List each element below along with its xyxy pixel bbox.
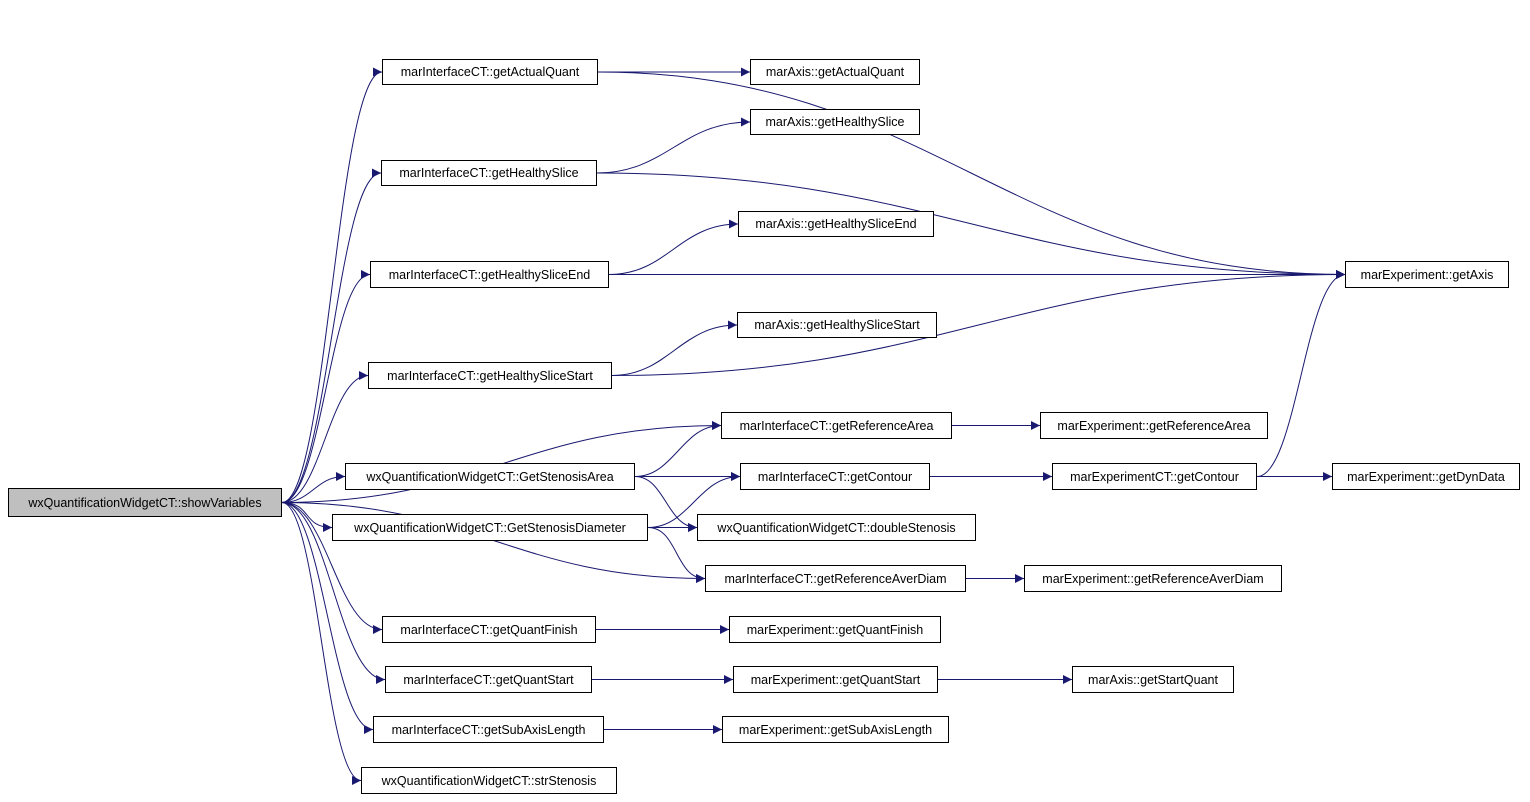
node-axis-getActualQuant[interactable]: marAxis::getActualQuant (750, 59, 920, 85)
node-interface-getActualQuant[interactable]: marInterfaceCT::getActualQuant (382, 59, 598, 85)
node-interface-getHealthySlice[interactable]: marInterfaceCT::getHealthySlice (381, 160, 597, 186)
edge-root-to-getQuantStart (281, 502, 386, 684)
edge-root-to-getHealthySlice (281, 168, 382, 503)
edge-getHealthySliceStart-to-expGetAxis (611, 270, 1346, 376)
edge-root-to-strStenosis (281, 502, 362, 785)
node-axis-getHealthySliceStart[interactable]: marAxis::getHealthySliceStart (737, 312, 937, 338)
edge-getStenosisArea-to-getReferenceArea (634, 421, 722, 477)
node-experiment-getSubAxisLength[interactable]: marExperiment::getSubAxisLength (722, 716, 949, 743)
edge-root-to-getActualQuant (281, 67, 383, 503)
node-widget-GetStenosisArea[interactable]: wxQuantificationWidgetCT::GetStenosisAre… (345, 463, 635, 490)
node-widget-doubleStenosis[interactable]: wxQuantificationWidgetCT::doubleStenosis (697, 514, 976, 541)
edge-root-to-getSubAxisLength (281, 502, 374, 734)
edge-root-to-getQuantFinish (281, 502, 383, 634)
node-interface-getContour[interactable]: marInterfaceCT::getContour (740, 463, 930, 490)
edge-root-to-getHealthySliceStart (281, 371, 369, 503)
node-experiment-getReferenceArea[interactable]: marExperiment::getReferenceArea (1040, 412, 1268, 439)
node-axis-getHealthySliceEnd[interactable]: marAxis::getHealthySliceEnd (738, 211, 934, 237)
node-experiment-getQuantFinish[interactable]: marExperiment::getQuantFinish (729, 616, 941, 643)
edge-root-to-getStenosisArea (281, 472, 346, 503)
node-axis-getStartQuant[interactable]: marAxis::getStartQuant (1072, 666, 1234, 693)
node-experimentCT-getContour[interactable]: marExperimentCT::getContour (1052, 463, 1257, 490)
edge-getHealthySlice-to-axisGetHealthySlice (596, 117, 751, 174)
node-root-showVariables: wxQuantificationWidgetCT::showVariables (8, 488, 282, 517)
node-interface-getQuantStart[interactable]: marInterfaceCT::getQuantStart (385, 666, 592, 693)
node-interface-getReferenceAverDiam[interactable]: marInterfaceCT::getReferenceAverDiam (705, 565, 966, 592)
node-interface-getHealthySliceEnd[interactable]: marInterfaceCT::getHealthySliceEnd (370, 261, 609, 288)
node-experiment-getDynData[interactable]: marExperiment::getDynData (1332, 463, 1520, 490)
node-interface-getQuantFinish[interactable]: marInterfaceCT::getQuantFinish (382, 616, 596, 643)
node-interface-getHealthySliceStart[interactable]: marInterfaceCT::getHealthySliceStart (368, 362, 612, 389)
node-axis-getHealthySlice[interactable]: marAxis::getHealthySlice (750, 109, 920, 135)
edge-getStenosisDiameter-to-getContour (647, 472, 741, 528)
edge-getHealthySliceEnd-to-axisGetHealthySliceEnd (608, 219, 739, 275)
edge-getActualQuant-to-expGetAxis (597, 71, 1346, 279)
edge-getHealthySlice-to-expGetAxis (596, 172, 1346, 279)
edge-getHealthySliceStart-to-axisGetHealthySliceStart (611, 320, 738, 376)
call-edges (281, 67, 1346, 785)
edge-getStenosisDiameter-to-getReferenceAverDiam (647, 527, 706, 583)
edge-root-to-getHealthySliceEnd (281, 270, 371, 503)
node-experiment-getAxis[interactable]: marExperiment::getAxis (1345, 261, 1509, 288)
node-experiment-getReferenceAverDiam[interactable]: marExperiment::getReferenceAverDiam (1024, 565, 1282, 592)
node-experiment-getQuantStart[interactable]: marExperiment::getQuantStart (733, 666, 938, 693)
node-interface-getSubAxisLength[interactable]: marInterfaceCT::getSubAxisLength (373, 716, 604, 743)
node-interface-getReferenceArea[interactable]: marInterfaceCT::getReferenceArea (721, 412, 952, 439)
node-widget-GetStenosisDiameter[interactable]: wxQuantificationWidgetCT::GetStenosisDia… (332, 514, 648, 541)
edge-root-to-getStenosisDiameter (281, 502, 333, 532)
edge-expCTGetContour-to-expGetAxis (1256, 270, 1346, 477)
node-widget-strStenosis[interactable]: wxQuantificationWidgetCT::strStenosis (361, 767, 617, 794)
